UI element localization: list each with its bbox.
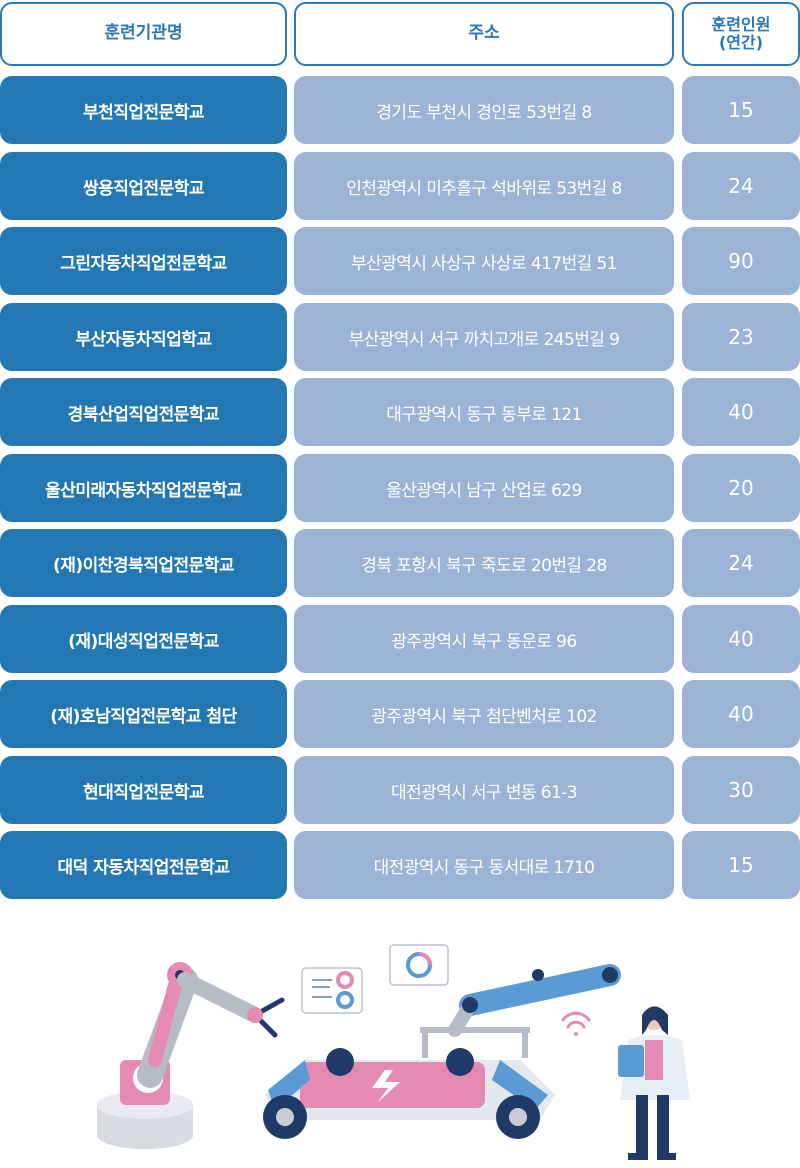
institution-name: 그린자동차직업전문학교 (0, 227, 287, 295)
robot-arm-icon (420, 964, 621, 1058)
institution-name: 부천직업전문학교 (0, 76, 287, 144)
trainee-count: 24 (682, 529, 800, 597)
institution-address: 부산광역시 서구 까치고개로 245번길 9 (294, 303, 674, 371)
institution-address: 대전광역시 서구 변동 61-3 (294, 756, 674, 824)
trainee-count: 20 (682, 454, 800, 522)
header-address: 주소 (294, 2, 674, 66)
institution-address: 대전광역시 동구 동서대로 1710 (294, 831, 674, 899)
trainee-count: 24 (682, 152, 800, 220)
institution-address: 부산광역시 사상구 사상로 417번길 51 (294, 227, 674, 295)
trainee-count: 23 (682, 303, 800, 371)
institution-address: 경북 포항시 북구 죽도로 20번길 28 (294, 529, 674, 597)
header-trainees: 훈련인원 (연간) (682, 2, 800, 66)
trainee-count: 30 (682, 756, 800, 824)
institution-name: 경북산업직업전문학교 (0, 378, 287, 446)
robot-arm-icon (97, 962, 285, 1149)
wifi-icon (561, 1011, 591, 1036)
trainee-count: 15 (682, 76, 800, 144)
institution-address: 광주광역시 북구 첨단벤처로 102 (294, 680, 674, 748)
trainee-count: 15 (682, 831, 800, 899)
dashboard-chart-icon (301, 944, 449, 1014)
institution-address: 대구광역시 동구 동부로 121 (294, 378, 674, 446)
institution-name: 대덕 자동차직업전문학교 (0, 831, 287, 899)
engineer-person-icon (618, 1006, 690, 1160)
trainee-count: 40 (682, 680, 800, 748)
institution-name: (재)이찬경북직업전문학교 (0, 529, 287, 597)
institution-name: 부산자동차직업학교 (0, 303, 287, 371)
trainee-count: 40 (682, 378, 800, 446)
institution-address: 광주광역시 북구 동운로 96 (294, 605, 674, 673)
institution-name: (재)호남직업전문학교 첨단 (0, 680, 287, 748)
institution-address: 울산광역시 남구 산업로 629 (294, 454, 674, 522)
trainee-count: 90 (682, 227, 800, 295)
institution-name: 현대직업전문학교 (0, 756, 287, 824)
header-institution: 훈련기관명 (0, 2, 287, 66)
factory-illustration (97, 944, 690, 1160)
institution-address: 인천광역시 미추홀구 석바위로 53번길 8 (294, 152, 674, 220)
institution-name: (재)대성직업전문학교 (0, 605, 287, 673)
institution-name: 쌍용직업전문학교 (0, 152, 287, 220)
electric-car-chassis-icon (263, 1048, 555, 1139)
institution-name: 울산미래자동차직업전문학교 (0, 454, 287, 522)
institution-address: 경기도 부천시 경인로 53번길 8 (294, 76, 674, 144)
trainee-count: 40 (682, 605, 800, 673)
